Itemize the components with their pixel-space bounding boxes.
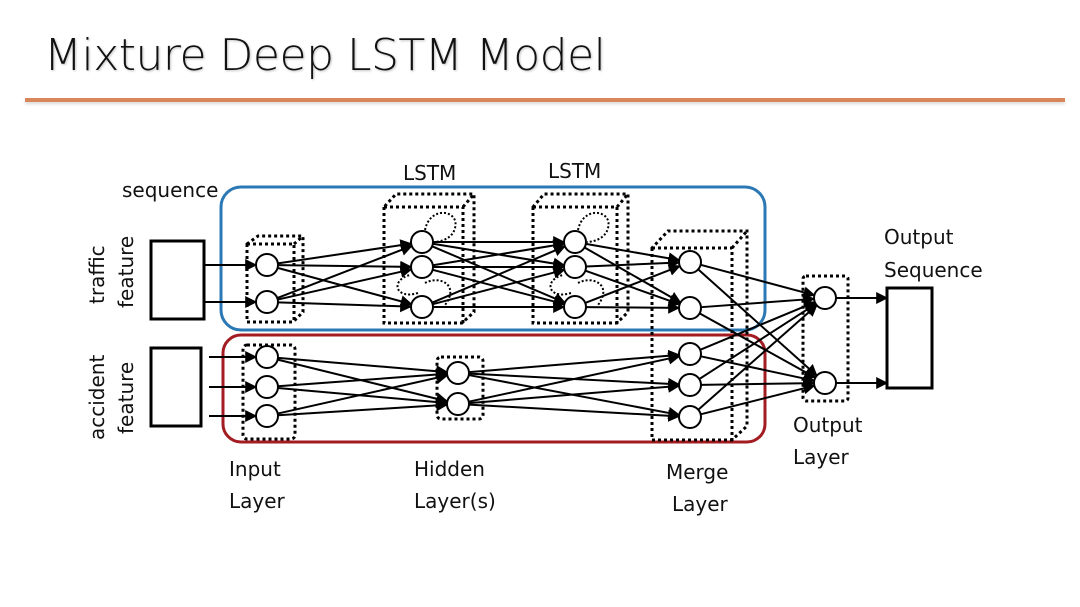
accident-input-neuron [255,375,279,399]
connection-arrow [700,377,816,390]
connection-arrow [699,312,817,379]
lstm-2-label: LSTM [548,159,601,183]
output-layer-label-1: Output [793,413,863,437]
lstm-1-label: LSTM [403,161,456,185]
lstm-2-neuron [563,230,587,254]
output-layer-box [801,274,850,403]
connection-arrow [277,356,449,378]
connection-arrow [585,301,681,314]
merge-neuron [678,405,702,429]
traffic-feature-input-box [149,239,206,321]
output-sequence-label-1: Output [884,225,954,249]
accident-hidden-neuron [446,361,470,385]
connection-arrow [277,368,449,388]
merge-layer-label-1: Merge [666,460,728,484]
lstm-2-top-loop [577,211,610,243]
connection-arrow [697,268,818,377]
connection-arrow [277,371,449,415]
lstm-2-right-loop [577,279,605,306]
accident-input-neuron [255,404,279,428]
connection-arrow [277,239,413,265]
input-layer-label-1: Input [229,457,281,481]
connection-arrow [468,352,681,403]
connection-arrow [700,293,816,309]
lstm-2-layer-box [531,192,630,325]
accident-label: accident [85,355,109,440]
sequence-label: sequence [122,178,218,202]
hidden-layer-label-1: Hidden [414,457,485,481]
slide-title: Mixture Deep LSTM Model [44,30,606,81]
connection-arrow [277,266,413,308]
connection-arrow [697,304,818,411]
hidden-layer-label-2: Layer(s) [414,489,496,513]
accident-input-neuron [255,345,279,369]
connection-arrow [468,349,681,374]
connection-arrow [276,244,413,299]
merge-neuron [678,250,702,274]
output-sequence-box [885,286,934,390]
layer-boxes [241,192,850,442]
lstm-1-left-loop [396,274,419,296]
lstm-1-neuron [410,295,434,319]
input-layer-label-2: Layer [229,489,286,513]
connection-arrow [468,403,681,422]
hidden-layer-box [435,355,485,421]
merge-neuron [678,296,702,320]
merge-layer-box [650,229,749,442]
accident-input-layer-box [241,343,297,441]
accident-branch-container [221,333,767,444]
traffic-feature-label: feature [114,236,138,308]
title-divider [25,98,1065,102]
lstm-2-neuron [563,295,587,319]
output-sequence-label-2: Sequence [884,258,983,282]
lstm-1-top-loop [424,211,457,243]
traffic-label: traffic [85,245,109,304]
connection-arrow [700,355,816,385]
connections [204,236,889,422]
connection-arrow [431,245,566,304]
accident-feature-input-box [149,346,203,428]
connection-arrow [277,265,413,301]
lstm-1-neuron [410,230,434,254]
connection-arrow [432,266,566,306]
connection-arrow [584,264,681,304]
connection-arrow [277,260,413,273]
output-neuron [813,371,837,395]
output-neuron [813,286,837,310]
neurons [255,230,837,429]
connection-arrow [585,242,681,265]
connection-arrow [468,380,681,405]
accident-hidden-neuron [446,392,470,416]
connection-arrow [585,256,681,269]
lstm-2-left-loop [549,274,572,296]
connection-arrow [700,263,816,299]
connection-arrow [277,399,449,417]
connection-arrow [699,300,816,351]
traffic-branch-container [219,185,767,332]
merge-neuron [678,342,702,366]
lstm-2-neuron [563,255,587,279]
lstm-1-neuron [410,255,434,279]
connection-arrow [277,300,413,313]
traffic-input-neuron [255,253,279,277]
connection-arrow [432,239,566,267]
merge-layer-label-2: Layer [672,492,729,516]
connection-arrow [698,303,817,380]
accident-feature-label: feature [114,362,138,434]
traffic-input-neuron [255,290,279,314]
output-layer-label-2: Layer [793,445,850,469]
connection-arrow [585,269,681,307]
merge-neuron [678,373,702,397]
lstm-1-layer-box [382,192,476,325]
connection-arrow [700,382,816,416]
connection-arrow [584,246,682,304]
